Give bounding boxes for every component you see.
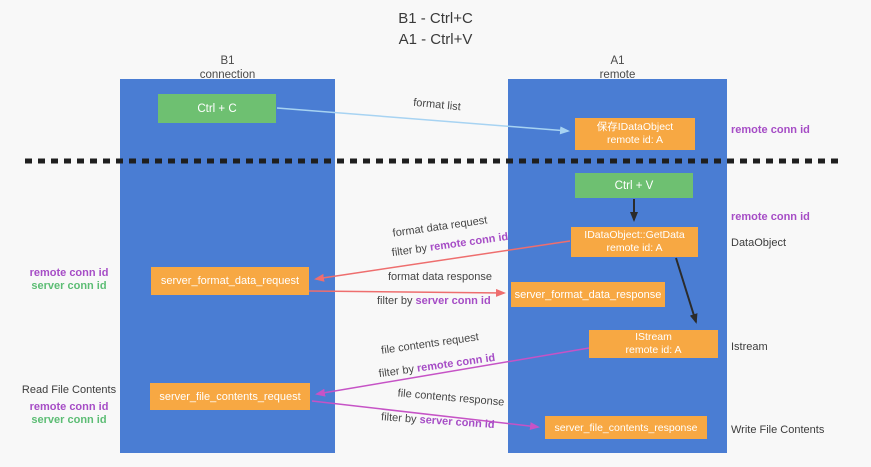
node-sfcreq-label: server_file_contents_request (159, 390, 301, 403)
lifeline-header-a1: A1 remote (508, 54, 727, 82)
edge-label-file-contents-response: file contents response (397, 387, 505, 409)
left-label-server-conn-id-top: server conn id (31, 280, 107, 292)
left-label-remote-conn-id-top: remote conn id (29, 267, 109, 279)
node-save-idataobject-line1: 保存IDataObject (596, 121, 674, 133)
node-sfdreq-label: server_format_data_request (160, 275, 300, 287)
edge-label-file-contents-request: file contents request (380, 331, 480, 357)
lifeline-a1-role: remote (599, 69, 636, 81)
server-conn-id-key: server conn id (419, 413, 495, 432)
left-label-read-file-contents: Read File Contents (21, 384, 117, 396)
remote-conn-id-key: remote conn id (429, 230, 509, 254)
left-label-server-conn-id-bottom: server conn id (31, 414, 107, 426)
right-label-write-file-contents: Write File Contents (731, 424, 825, 436)
lifeline-b1-name: B1 (220, 55, 235, 67)
edge-label-format-data-response-filter: filter by server conn id (377, 295, 491, 307)
node-server-format-data-response: server_format_data_response (511, 282, 665, 307)
arrow-format-data-response (308, 288, 506, 297)
node-idataobject-getdata: IDataObject::GetData remote id: A (571, 227, 698, 257)
diagram-title: B1 - Ctrl+C A1 - Ctrl+V (0, 8, 871, 50)
node-save-idataobject-line2: remote id: A (606, 134, 664, 146)
edge-label-file-contents-request-filter: filter by remote conn id (377, 352, 498, 381)
node-getdata-line1: IDataObject::GetData (584, 229, 685, 241)
server-conn-id-key: server conn id (415, 295, 491, 307)
filter-by-text: filter by (380, 411, 420, 426)
edge-label-format-data-response: format data response (388, 271, 492, 283)
filter-by-text: filter by (378, 362, 418, 381)
node-ctrl-c-label: Ctrl + C (197, 102, 237, 115)
title-line-2: A1 - Ctrl+V (398, 31, 473, 48)
node-server-file-contents-request: server_file_contents_request (150, 383, 310, 410)
lifeline-b1-role: connection (199, 69, 256, 81)
node-sfdresp-label: server_format_data_response (514, 288, 662, 301)
node-getdata-line2: remote id: A (606, 242, 663, 254)
node-server-file-contents-response: server_file_contents_response (545, 416, 707, 439)
right-label-istream: Istream (731, 341, 768, 353)
left-label-remote-conn-id-bottom: remote conn id (29, 401, 109, 413)
title-line-1: B1 - Ctrl+C (398, 10, 473, 27)
right-label-remote-conn-id-top: remote conn id (731, 124, 810, 136)
node-ctrl-c: Ctrl + C (158, 94, 276, 123)
filter-by-text: filter by (377, 295, 416, 307)
node-istream: IStream remote id: A (589, 330, 718, 358)
node-istream-line2: remote id: A (625, 344, 682, 356)
edge-label-file-contents-response-filter: filter by server conn id (380, 411, 495, 432)
remote-conn-id-key: remote conn id (416, 351, 496, 375)
edge-label-format-list: format list (412, 96, 462, 114)
filter-by-text: filter by (391, 241, 431, 260)
right-label-dataobject: DataObject (731, 237, 787, 249)
lifeline-a1-name: A1 (610, 55, 625, 67)
node-istream-line1: IStream (635, 331, 672, 343)
node-server-format-data-request: server_format_data_request (151, 267, 309, 295)
lifeline-header-b1: B1 connection (120, 54, 335, 82)
node-sfcresp-label: server_file_contents_response (554, 421, 698, 434)
node-ctrl-v-label: Ctrl + V (614, 179, 654, 192)
node-ctrl-v: Ctrl + V (575, 173, 693, 198)
node-save-idataobject: 保存IDataObject remote id: A (575, 118, 695, 150)
right-label-remote-conn-id-mid: remote conn id (731, 211, 810, 223)
